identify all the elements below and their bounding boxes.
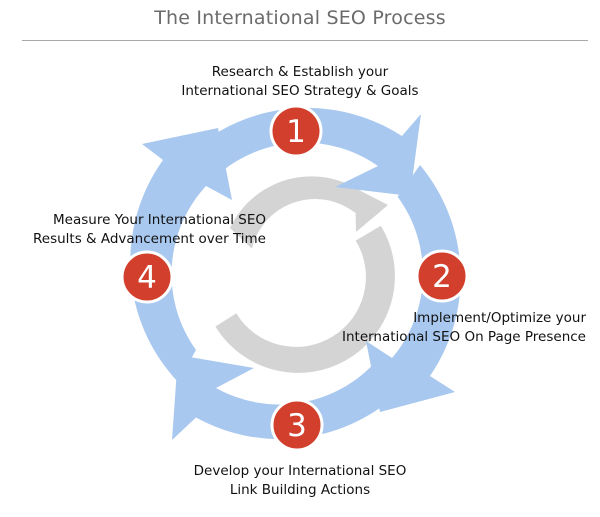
inner-cycle <box>215 176 395 373</box>
step-badge-1-number: 1 <box>286 114 306 150</box>
step-badge-2: 2 <box>415 249 469 303</box>
inner-cycle-arrowhead <box>355 188 388 232</box>
cycle-arrow-4 <box>130 128 232 382</box>
outer-cycle <box>130 107 461 440</box>
step-1-label-line-2: International SEO Strategy & Goals <box>181 83 419 99</box>
step-1-label: Research & Establish your International … <box>150 63 450 101</box>
step-badge-3: 3 <box>270 398 324 452</box>
cycle-arrow-3 <box>172 355 403 440</box>
inner-cycle-arc-right <box>215 225 395 373</box>
page-title: The International SEO Process <box>154 7 446 29</box>
step-3-label: Develop your International SEO Link Buil… <box>165 462 435 500</box>
step-badge-2-number: 2 <box>432 259 452 295</box>
step-2-label-line-2: International SEO On Page Presence <box>341 329 586 345</box>
cycle-arrow-1 <box>208 107 421 196</box>
step-1-label-line-1: Research & Establish your <box>211 64 389 80</box>
cycle-arrow-2 <box>366 165 461 412</box>
step-3-label-line-2: Link Building Actions <box>229 482 371 498</box>
step-4-label-line-1: Measure Your International SEO <box>53 212 266 228</box>
step-badge-4-number: 4 <box>137 260 157 296</box>
step-2-label: Implement/Optimize your International SE… <box>318 309 586 347</box>
step-4-label-line-2: Results & Advancement over Time <box>32 231 266 247</box>
step-3-label-line-1: Develop your International SEO <box>193 463 407 479</box>
title-divider <box>22 40 588 41</box>
step-badge-3-number: 3 <box>287 408 307 444</box>
step-2-label-line-1: Implement/Optimize your <box>413 310 586 326</box>
inner-cycle-arc-left <box>230 176 369 249</box>
step-badge-1: 1 <box>269 104 323 158</box>
step-4-label: Measure Your International SEO Results &… <box>10 211 266 249</box>
step-badge-4: 4 <box>120 250 174 304</box>
